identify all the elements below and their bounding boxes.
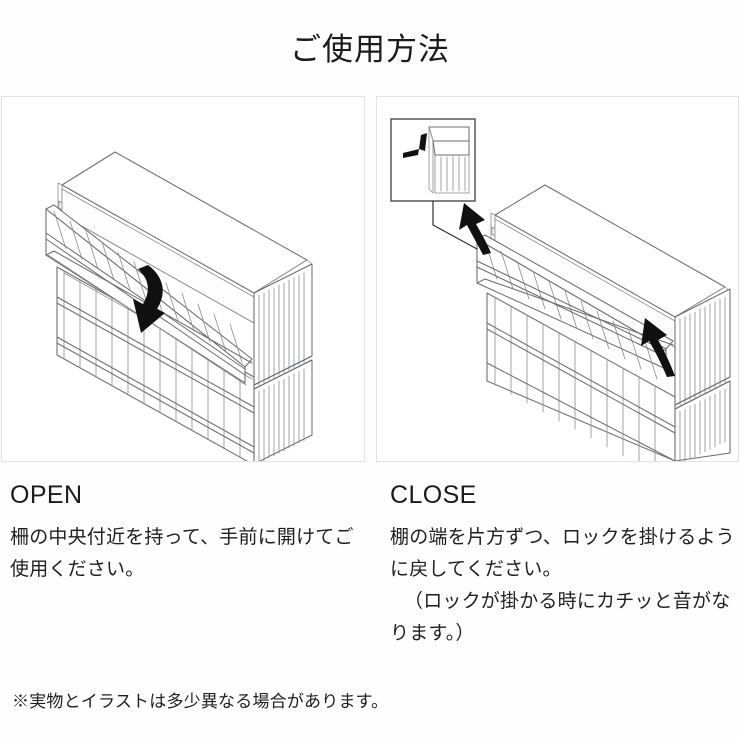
shelf-side-mesh	[253, 263, 313, 461]
closing-gate-panel	[476, 234, 674, 380]
footnote: ※実物とイラストは多少異なる場合があります。	[12, 692, 389, 711]
close-body-line2: （ロックが掛かる時にカチッと音がなります。）	[390, 591, 731, 644]
page-title: ご使用方法	[290, 32, 450, 67]
shelf-lower-fence	[486, 292, 676, 461]
open-body: 柵の中央付近を持って、手前に開けてご使用ください。	[10, 527, 354, 580]
close-illustration-svg	[390, 118, 731, 461]
close-caption: CLOSE 棚の端を片方ずつ、ロックを掛けるように戻してください。 （ロックが掛…	[390, 480, 735, 650]
close-body: 棚の端を片方ずつ、ロックを掛けるように戻してください。 （ロックが掛かる時にカチ…	[390, 522, 735, 650]
shelf-side-mesh	[674, 288, 731, 461]
inset-leader-line	[432, 200, 478, 250]
close-body-line1: 棚の端を片方ずつ、ロックを掛けるように戻してください。	[390, 527, 735, 580]
close-heading: CLOSE	[390, 481, 477, 509]
open-caption: OPEN 柵の中央付近を持って、手前に開けてご使用ください。	[10, 480, 360, 586]
open-illustration-svg	[45, 151, 313, 461]
lock-detail-inset	[390, 118, 476, 202]
open-illustration-panel	[1, 96, 365, 462]
close-illustration-panel	[376, 96, 739, 462]
lock-detail-drawing	[403, 126, 470, 194]
shelf-lower-fence	[56, 266, 255, 461]
open-arrow	[133, 265, 165, 333]
close-arrow-left	[459, 203, 491, 255]
close-arrow-right	[641, 318, 675, 377]
illustration-panels	[0, 96, 740, 464]
open-heading: OPEN	[10, 481, 83, 509]
